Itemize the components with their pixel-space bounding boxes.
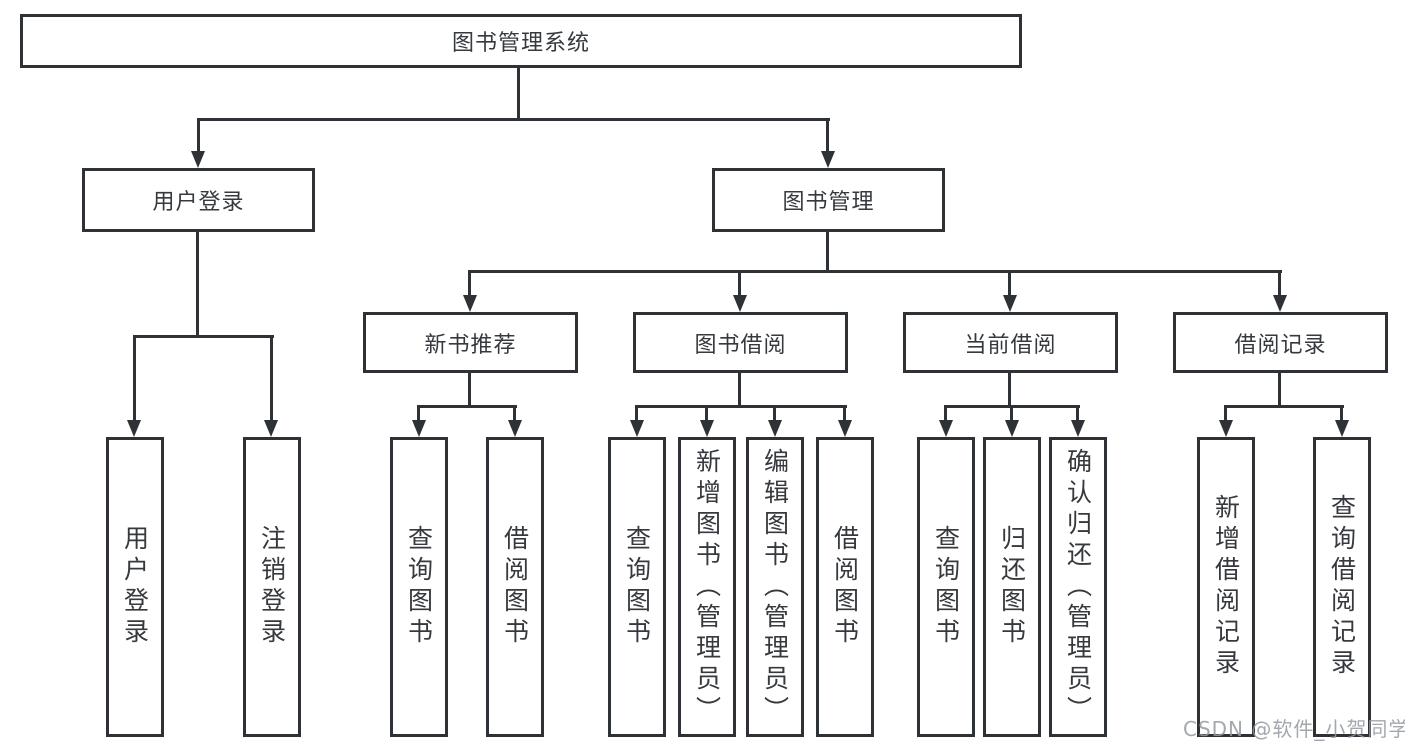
connector-line [738,373,741,407]
connector-line [197,118,830,121]
connector-line [738,270,741,298]
connector-line [417,405,517,408]
connector-line [1008,373,1011,407]
connector-line [468,270,1282,273]
connector-line [468,270,471,298]
arrow-down-icon [264,420,278,437]
connector-line [826,118,829,154]
arrow-down-icon [191,151,205,168]
connector-line [513,405,516,423]
arrow-down-icon [412,420,426,437]
arrow-down-icon [508,420,522,437]
node-label: 用户登录 [120,525,150,649]
connector-line [1278,270,1281,298]
connector-line [636,405,847,408]
node-book-management: 图书管理 [712,168,945,232]
node-bb-query-books: 查询图书 [608,437,666,737]
node-cb-confirm-return-admin: 确认归还（管理员） [1049,437,1107,737]
csdn-watermark: CSDN @软件_小贺同学 [1183,717,1405,741]
node-user-login-group: 用户登录 [82,168,315,232]
node-label: 新增借阅记录 [1211,494,1241,680]
connector-line [1010,405,1013,423]
node-user-login: 用户登录 [106,437,164,737]
connector-line [133,335,136,423]
node-label: 图书管理系统 [451,31,590,56]
connector-line [773,405,776,423]
node-rec-borrow-books: 借阅图书 [486,437,544,737]
connector-line [197,118,200,154]
arrow-down-icon [630,420,644,437]
node-label: 图书管理 [782,190,875,215]
node-label: 查询借阅记录 [1327,494,1357,680]
arrow-down-icon [1219,420,1233,437]
node-bb-edit-books-admin: 编辑图书（管理员） [746,437,804,737]
node-label: 新增图书（管理员） [692,447,722,727]
node-new-book-recommend: 新书推荐 [363,312,578,373]
node-rec-query-books: 查询图书 [390,437,448,737]
connector-line [270,335,273,423]
connector-line [468,373,471,407]
arrow-down-icon [700,420,714,437]
connector-line [1008,270,1011,298]
connector-line [133,335,274,338]
arrow-down-icon [463,295,477,312]
connector-line [944,405,947,423]
node-label: 查询图书 [404,525,434,649]
connector-line [1224,405,1227,423]
node-label: 注销登录 [257,525,287,649]
node-label: 借阅记录 [1234,332,1327,358]
node-br-query-record: 查询借阅记录 [1313,437,1371,737]
node-label: 查询图书 [931,525,961,649]
connector-line [826,232,829,272]
connector-line [1224,405,1344,408]
node-current-borrowing: 当前借阅 [903,312,1118,373]
node-label: 确认归还（管理员） [1063,447,1093,727]
node-label: 图书借阅 [694,332,787,358]
node-library-management-system: 图书管理系统 [20,14,1022,68]
connector-line [635,405,638,423]
arrow-down-icon [1273,295,1287,312]
connector-line [196,232,199,338]
node-bb-borrow-books: 借阅图书 [816,437,874,737]
arrow-down-icon [768,420,782,437]
node-cb-return-books: 归还图书 [983,437,1041,737]
node-book-borrowing: 图书借阅 [633,312,848,373]
node-cb-query-books: 查询图书 [917,437,975,737]
node-bb-add-books-admin: 新增图书（管理员） [678,437,736,737]
arrow-down-icon [127,420,141,437]
arrow-down-icon [821,151,835,168]
node-label: 用户登录 [152,190,245,215]
node-label: 查询图书 [622,525,652,649]
node-borrowing-records: 借阅记录 [1173,312,1388,373]
node-logout: 注销登录 [243,437,301,737]
arrow-down-icon [733,295,747,312]
arrow-down-icon [1071,420,1085,437]
node-label: 当前借阅 [964,332,1057,358]
arrow-down-icon [939,420,953,437]
connector-line [1278,373,1281,407]
node-label: 借阅图书 [500,525,530,649]
node-label: 借阅图书 [830,525,860,649]
node-br-add-record: 新增借阅记录 [1197,437,1255,737]
arrow-down-icon [1003,295,1017,312]
node-label: 编辑图书（管理员） [760,447,790,727]
node-label: 归还图书 [997,525,1027,649]
connector-line [417,405,420,423]
arrow-down-icon [1335,420,1349,437]
connector-line [517,68,520,118]
connector-line [1340,405,1343,423]
node-label: 新书推荐 [424,332,517,358]
arrow-down-icon [838,420,852,437]
arrow-down-icon [1005,420,1019,437]
connector-line [843,405,846,423]
connector-line [1076,405,1079,423]
connector-line [705,405,708,423]
